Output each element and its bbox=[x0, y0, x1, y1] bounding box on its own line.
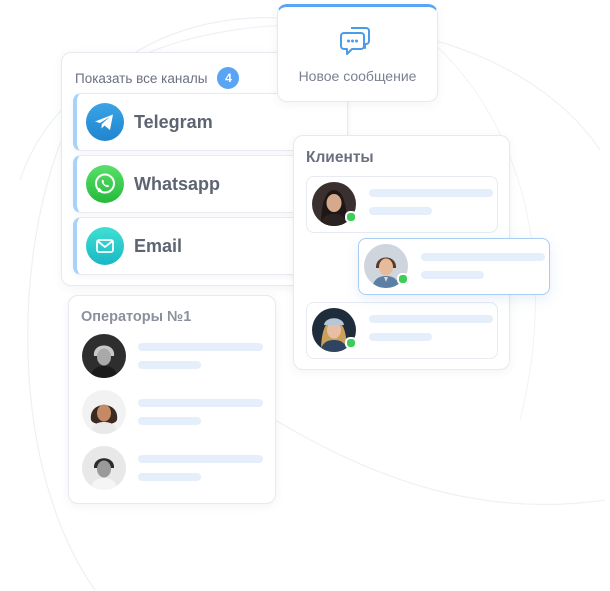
show-all-channels-link[interactable]: Показать все каналы 4 bbox=[75, 67, 240, 89]
new-message-button[interactable]: Новое сообщение bbox=[277, 4, 438, 102]
online-status-dot bbox=[345, 337, 357, 349]
operator-avatar[interactable] bbox=[82, 390, 126, 434]
placeholder-line bbox=[138, 417, 201, 425]
client-item-active[interactable] bbox=[358, 238, 550, 295]
placeholder-line bbox=[138, 399, 263, 407]
client-avatar bbox=[364, 244, 408, 288]
placeholder-line bbox=[421, 253, 545, 261]
channels-count-badge: 4 bbox=[217, 67, 240, 89]
channel-label: Telegram bbox=[134, 111, 213, 132]
operators-panel: Операторы №1 bbox=[68, 295, 276, 504]
email-icon bbox=[86, 227, 124, 265]
placeholder-line bbox=[138, 455, 263, 463]
whatsapp-icon bbox=[86, 165, 124, 203]
placeholder-line bbox=[138, 343, 263, 351]
online-status-dot bbox=[397, 273, 409, 285]
placeholder-line bbox=[369, 207, 432, 215]
client-item[interactable] bbox=[306, 176, 498, 233]
placeholder-line bbox=[369, 315, 493, 323]
show-all-channels-label: Показать все каналы bbox=[75, 70, 208, 86]
placeholder-line bbox=[421, 271, 484, 279]
placeholder-line bbox=[138, 361, 201, 369]
channel-label: Email bbox=[134, 235, 183, 256]
client-item[interactable] bbox=[306, 302, 498, 359]
clients-title: Клиенты bbox=[306, 149, 374, 166]
placeholder-line bbox=[138, 473, 201, 481]
chat-bubbles-icon bbox=[339, 23, 373, 62]
operators-title: Операторы №1 bbox=[81, 309, 192, 325]
operator-avatar[interactable] bbox=[82, 334, 126, 378]
placeholder-line bbox=[369, 333, 432, 341]
online-status-dot bbox=[345, 211, 357, 223]
placeholder-line bbox=[369, 189, 493, 197]
operator-avatar[interactable] bbox=[82, 446, 126, 490]
client-avatar bbox=[312, 182, 356, 226]
channel-label: Whatsapp bbox=[134, 173, 221, 194]
telegram-icon bbox=[86, 103, 124, 141]
new-message-label: Новое сообщение bbox=[298, 68, 417, 84]
